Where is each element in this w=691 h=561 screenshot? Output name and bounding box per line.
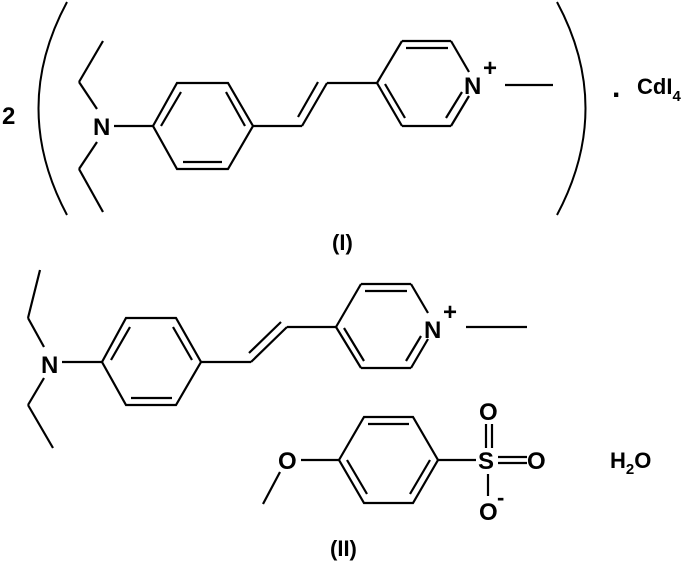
stoichiometry-coefficient: 2 <box>2 103 15 130</box>
pyridinium-nitrogen-i: N <box>464 73 481 100</box>
water-molecule: H2O <box>610 448 651 478</box>
cdi4-formula: CdI4 <box>637 74 681 105</box>
sulfonate-oxygen-bottom: O <box>479 499 498 526</box>
benzene-ring-i <box>151 81 255 171</box>
compound-label-i: (I) <box>332 230 353 255</box>
compound-i: 2 N <box>2 1 681 255</box>
compound-ii: N N + <box>26 269 651 561</box>
pyridinium-ring-ii: N + <box>335 282 527 370</box>
positive-charge-ii: + <box>443 299 457 326</box>
sulfur-atom: S <box>478 448 494 475</box>
pyridinium-nitrogen-ii: N <box>424 317 441 344</box>
pyridinium-ring-i: N + <box>376 39 553 128</box>
salt-separator-dot: . <box>612 71 620 104</box>
left-parenthesis <box>37 1 68 216</box>
methoxy-oxygen: O <box>278 448 297 475</box>
amine-nitrogen-i: N <box>93 114 110 141</box>
vinyl-linker-i <box>253 81 377 128</box>
right-parenthesis <box>556 1 587 216</box>
diethylamino-group-i: N <box>78 40 153 213</box>
tetraiodocadmate-anion: . CdI4 <box>612 71 681 105</box>
methoxybenzenesulfonate-anion: O S O O O - <box>262 399 546 526</box>
compound-label-ii: (II) <box>330 536 357 561</box>
sulfonyl-oxygen-top: O <box>479 399 498 426</box>
sulfonyl-oxygen-right: O <box>527 448 546 475</box>
benzene-ring-ii <box>100 316 203 407</box>
amine-nitrogen-ii: N <box>41 352 58 379</box>
positive-charge-i: + <box>483 55 497 82</box>
diethylamino-group-ii: N <box>26 269 102 449</box>
vinyl-linker-ii <box>201 321 336 364</box>
negative-charge: - <box>497 485 504 510</box>
